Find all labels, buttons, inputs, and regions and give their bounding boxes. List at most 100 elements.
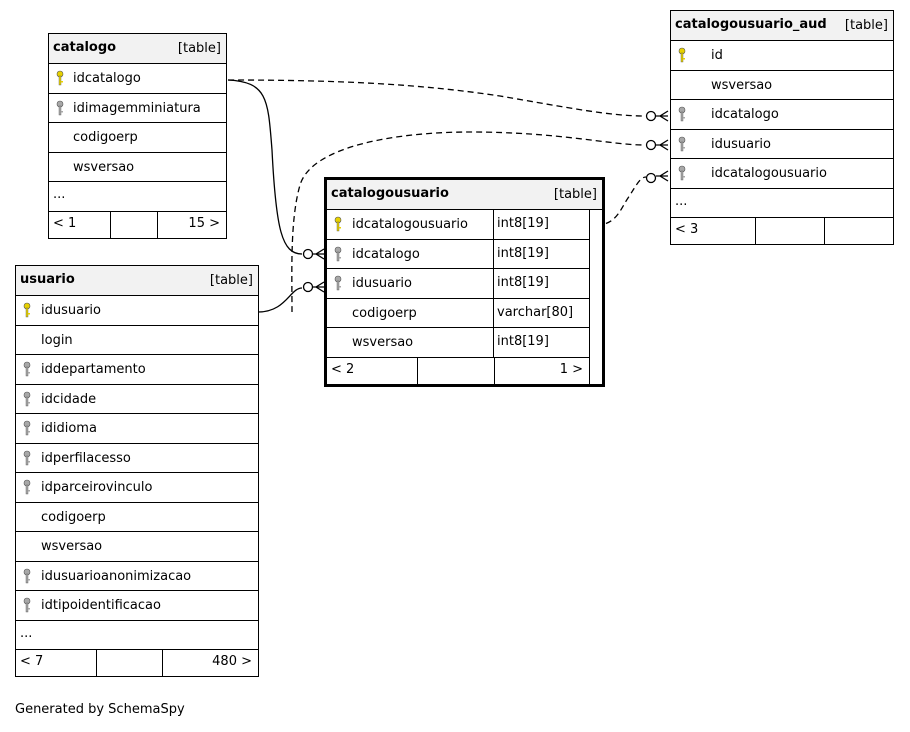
column-row-idimagemminiatura[interactable]: idimagemminiatura (49, 94, 226, 123)
foreign-key-icon (333, 246, 345, 262)
table-header: catalogousuario [table] (327, 180, 602, 210)
parents-count[interactable]: < 7 (20, 654, 44, 669)
column-name: idcatalogo (73, 71, 141, 86)
column-row-wsversao[interactable]: wsversao (671, 71, 893, 100)
table-footer: < 7 480 > (16, 650, 258, 676)
foreign-key-icon (22, 450, 34, 466)
table-header: catalogo [table] (49, 34, 226, 64)
column-name: wsversao (41, 539, 103, 554)
ellipsis: ... (53, 187, 66, 202)
column-name: idusuario (352, 276, 412, 291)
footer-middle (755, 218, 824, 244)
column-row-login[interactable]: login (16, 326, 258, 355)
column-row-codigoerp[interactable]: codigoerp (16, 503, 258, 532)
children-count[interactable]: 1 > (494, 357, 589, 384)
column-name: iddepartamento (41, 362, 146, 377)
column-type: int8[19] (493, 328, 589, 357)
column-name: id (711, 48, 723, 63)
column-name: idcatalogousuario (711, 166, 827, 181)
column-type: int8[19] (493, 269, 589, 298)
column-name: idperfilacesso (41, 450, 131, 466)
column-name: codigoerp (41, 509, 106, 525)
column-row-idcatalogo[interactable]: idcatalogo (49, 64, 226, 94)
primary-key-icon (677, 47, 689, 63)
column-row-wsversao[interactable]: wsversao (49, 153, 226, 182)
column-row-idcatalogousuario[interactable]: idcatalogousuario (671, 159, 893, 189)
column-row-id[interactable]: id (671, 41, 893, 71)
footer-middle (417, 357, 494, 384)
table-name: usuario (20, 272, 75, 287)
link-crowfoot (656, 170, 669, 182)
table-header: catalogousuario_aud [table] (671, 11, 893, 41)
primary-key-icon (22, 302, 34, 318)
table-name: catalogousuario_aud (675, 17, 827, 32)
column-row-idusuario[interactable]: idusuario int8[19] (327, 269, 589, 299)
column-name: idtipoidentificacao (41, 598, 161, 613)
column-row-idcidade[interactable]: idcidade (16, 385, 258, 414)
column-row-idcatalogo[interactable]: idcatalogo (671, 100, 893, 130)
table-usuario[interactable]: usuario [table] idusuario login iddepartam… (15, 265, 259, 677)
link-catalogo-catalogousuario (227, 79, 303, 255)
ellipsis: ... (20, 625, 33, 641)
column-name: codigoerp (352, 305, 417, 321)
column-name: idcatalogo (711, 107, 779, 122)
column-row-wsversao[interactable]: wsversao int8[19] (327, 328, 589, 358)
column-name: idcatalogousuario (352, 217, 468, 232)
column-row-ididioma[interactable]: ididioma (16, 414, 258, 444)
column-name: idimagemminiatura (73, 100, 201, 116)
table-kind: [table] (209, 273, 253, 288)
more-columns-row[interactable]: ... (49, 182, 226, 212)
table-footer: < 2 1 > (327, 357, 590, 384)
table-catalogousuario[interactable]: catalogousuario [table] idcatalogousuari… (324, 177, 605, 387)
generated-by-credit: Generated by SchemaSpy (15, 702, 185, 717)
link-end-circle (645, 139, 657, 151)
column-row-iddepartamento[interactable]: iddepartamento (16, 355, 258, 385)
table-kind: [table] (844, 18, 888, 33)
parents-count[interactable]: < 2 (331, 361, 355, 377)
foreign-key-icon (22, 361, 34, 377)
column-row-idusuarioanonimizacao[interactable]: idusuarioanonimizacao (16, 562, 258, 591)
table-catalogo[interactable]: catalogo [table] idcatalogo idimagemminia… (48, 33, 227, 239)
column-row-idusuario[interactable]: idusuario (671, 130, 893, 159)
column-type: int8[19] (493, 210, 589, 239)
table-name: catalogousuario (331, 186, 449, 201)
children-count[interactable]: 480 > (162, 650, 258, 676)
link-crowfoot (656, 110, 669, 122)
column-row-idperfilacesso[interactable]: idperfilacesso (16, 444, 258, 473)
link-usuario-aud (291, 131, 646, 313)
children-count (824, 218, 893, 244)
foreign-key-icon (677, 136, 689, 152)
column-row-idtipoidentificacao[interactable]: idtipoidentificacao (16, 591, 258, 621)
primary-key-icon (333, 216, 345, 232)
table-name: catalogo (53, 40, 117, 55)
foreign-key-icon (22, 568, 34, 584)
foreign-key-icon (22, 420, 34, 436)
column-name: idusuarioanonimizacao (41, 568, 192, 584)
parents-count[interactable]: < 1 (53, 215, 77, 231)
footer-middle (96, 650, 162, 676)
column-row-idcatalogousuario[interactable]: idcatalogousuario int8[19] (327, 210, 589, 240)
foreign-key-icon (55, 100, 67, 116)
children-count[interactable]: 15 > (157, 211, 226, 238)
column-name: idusuario (41, 303, 101, 318)
foreign-key-icon (333, 275, 345, 291)
link-end-circle (302, 281, 314, 293)
parents-count[interactable]: < 3 (675, 222, 699, 237)
column-row-codigoerp[interactable]: codigoerp varchar[80] (327, 298, 589, 328)
column-name: wsversao (352, 335, 414, 350)
link-crowfoot (313, 281, 325, 293)
more-columns-row[interactable]: ... (16, 621, 258, 650)
foreign-key-icon (677, 106, 689, 122)
more-columns-row[interactable]: ... (671, 189, 893, 218)
link-usuario-catalogousuario (257, 287, 303, 313)
column-type: varchar[80] (493, 298, 589, 327)
column-row-idusuario[interactable]: idusuario (16, 296, 258, 326)
column-row-idparceirovinculo[interactable]: idparceirovinculo (16, 473, 258, 503)
table-catalogousuario-aud[interactable]: catalogousuario_aud [table] id wsversao id… (670, 10, 894, 245)
table-kind: [table] (177, 41, 221, 56)
column-row-wsversao[interactable]: wsversao (16, 532, 258, 562)
column-row-codigoerp[interactable]: codigoerp (49, 123, 226, 153)
table-header: usuario [table] (16, 266, 258, 296)
